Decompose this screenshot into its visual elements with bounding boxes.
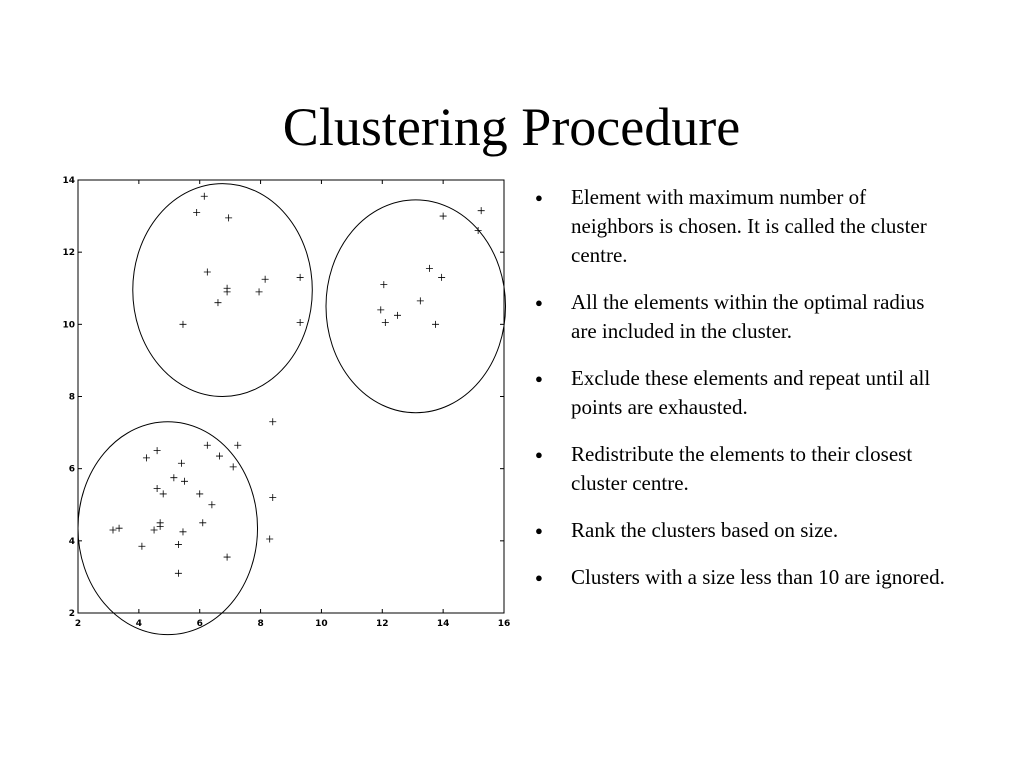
bullet-text: Rank the clusters based on size. (571, 518, 839, 542)
data-point-plus-marker (269, 494, 277, 502)
x-tick-label: 12 (376, 619, 389, 629)
bullet-text: Clusters with a size less than 10 are ig… (571, 565, 945, 589)
data-points (109, 192, 485, 577)
data-point-plus-marker (174, 569, 182, 577)
data-point-plus-marker (177, 459, 185, 467)
y-tick-label: 4 (69, 537, 75, 547)
bullet-list: ● Element with maximum number of neighbor… (532, 183, 952, 610)
x-tick-label: 8 (257, 619, 263, 629)
y-tick-label: 10 (62, 320, 75, 330)
bullet-item: ● All the elements within the optimal rad… (532, 288, 952, 346)
data-point-plus-marker (377, 306, 385, 314)
bullet-text: Element with maximum number of neighbors… (571, 185, 927, 267)
x-tick-label: 6 (197, 619, 203, 629)
data-point-plus-marker (477, 207, 485, 215)
data-point-plus-marker (174, 540, 182, 548)
data-point-plus-marker (296, 273, 304, 281)
data-point-plus-marker (255, 288, 263, 296)
data-point-plus-marker (425, 264, 433, 272)
data-point-plus-marker (234, 441, 242, 449)
x-tick-label: 16 (498, 619, 511, 629)
data-point-plus-marker (199, 519, 207, 527)
data-point-plus-marker (153, 447, 161, 455)
y-tick-label: 12 (62, 248, 75, 258)
data-point-plus-marker (215, 452, 223, 460)
y-tick-label: 14 (62, 176, 75, 186)
data-point-plus-marker (225, 214, 233, 222)
bullet-item: ● Rank the clusters based on size. (532, 516, 952, 545)
cluster-circle (132, 183, 313, 397)
data-point-plus-marker (193, 208, 201, 216)
bullet-dot-icon: ● (535, 295, 543, 310)
bullet-item: ● Element with maximum number of neighbor… (532, 183, 952, 270)
data-point-plus-marker (153, 485, 161, 493)
bullet-dot-icon: ● (535, 447, 543, 462)
bullet-dot-icon: ● (535, 371, 543, 386)
bullet-dot-icon: ● (535, 523, 543, 538)
data-point-plus-marker (196, 490, 204, 498)
x-tick-label: 4 (136, 619, 142, 629)
cluster-circles (77, 183, 507, 636)
data-point-plus-marker (142, 454, 150, 462)
data-point-plus-marker (170, 474, 178, 482)
data-point-plus-marker (266, 535, 274, 543)
data-point-plus-marker (214, 299, 222, 307)
bullet-dot-icon: ● (535, 570, 543, 585)
bullet-item: ● Clusters with a size less than 10 are i… (532, 563, 952, 592)
data-point-plus-marker (394, 311, 401, 319)
data-point-plus-marker (208, 501, 216, 509)
data-point-plus-marker (261, 275, 269, 283)
x-tick-label: 10 (315, 619, 328, 629)
data-point-plus-marker (438, 273, 446, 281)
scatter-plot: 2 4 6 8 10 12 14 16 2 4 6 8 10 12 14 (62, 176, 510, 636)
data-point-plus-marker (439, 212, 447, 220)
bullet-item: ● Exclude these elements and repeat until… (532, 364, 952, 422)
data-point-plus-marker (416, 297, 424, 305)
y-tick-label: 8 (69, 393, 75, 403)
bullet-dot-icon: ● (535, 190, 543, 205)
data-point-plus-marker (296, 319, 304, 327)
bullet-text: Exclude these elements and repeat until … (571, 366, 931, 419)
data-point-plus-marker (269, 418, 277, 426)
data-point-plus-marker (156, 522, 164, 530)
x-tick-label: 14 (437, 619, 450, 629)
scatter-chart: 2 4 6 8 10 12 14 16 2 4 6 8 10 12 14 (52, 168, 522, 638)
bullet-text: Redistribute the elements to their close… (571, 442, 913, 495)
data-point-plus-marker (200, 192, 208, 200)
y-tick-label: 6 (69, 465, 75, 475)
data-point-plus-marker (223, 553, 231, 561)
slide-title: Clustering Procedure (282, 97, 741, 157)
data-point-plus-marker (181, 477, 188, 485)
data-point-plus-marker (380, 281, 388, 289)
y-tick-label: 2 (69, 609, 75, 619)
x-tick-label: 2 (75, 619, 81, 629)
bullet-text: All the elements within the optimal radi… (571, 290, 925, 343)
axis-ticks: 2 4 6 8 10 12 14 16 2 4 6 8 10 12 14 (62, 176, 510, 629)
data-point-plus-marker (109, 526, 117, 534)
data-point-plus-marker (138, 542, 146, 550)
data-point-plus-marker (203, 268, 211, 276)
data-point-plus-marker (179, 320, 187, 328)
data-point-plus-marker (432, 320, 440, 328)
cluster-circle (77, 421, 259, 636)
data-point-plus-marker (203, 441, 211, 449)
data-point-plus-marker (115, 524, 123, 532)
data-point-plus-marker (474, 227, 482, 235)
cluster-circle (325, 199, 507, 414)
data-point-plus-marker (229, 463, 237, 471)
data-point-plus-marker (381, 319, 389, 327)
data-point-plus-marker (159, 490, 167, 498)
data-point-plus-marker (150, 526, 158, 534)
data-point-plus-marker (179, 528, 187, 536)
bullet-item: ● Redistribute the elements to their clos… (532, 440, 952, 498)
data-point-plus-marker (223, 288, 231, 296)
